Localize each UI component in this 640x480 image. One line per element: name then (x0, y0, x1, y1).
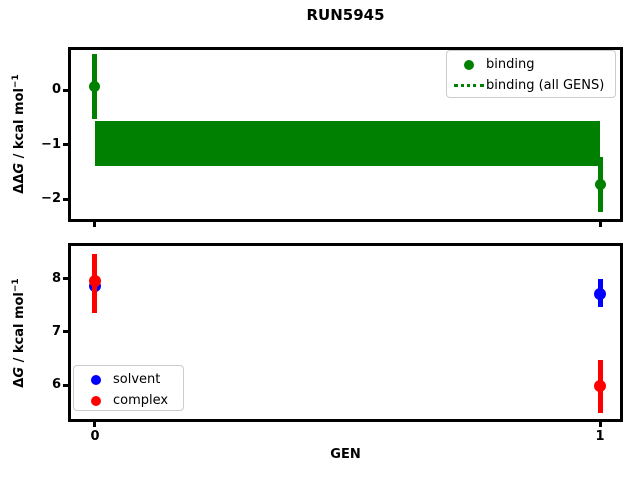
axes-bottom: solvent complex 8 7 6 0 1 (52, 243, 623, 444)
xticklabel-axes-bottom-gen0: 0 (90, 429, 100, 444)
xlabel-gen: GEN (330, 447, 361, 462)
point-binding-gen1 (594, 179, 606, 191)
legend-item-binding-all-gens: binding (all GENS) (452, 75, 615, 96)
ylabel-ddg-exponent: −1 (11, 74, 21, 89)
yticklabel-axes-top-1: −1 (41, 136, 61, 152)
legend-marker-box (452, 59, 486, 70)
point-complex-gen0 (88, 275, 101, 288)
yticklabel-axes-top-0: 0 (51, 82, 61, 98)
ylabel-dg-prefix: Δ (12, 377, 27, 388)
legend-item-binding: binding (452, 54, 615, 75)
legend-label-binding-all-gens: binding (all GENS) (486, 78, 605, 93)
legend-marker-box (79, 374, 113, 385)
binding-dot-icon (464, 59, 474, 70)
figure-title: RUN5945 (306, 6, 385, 24)
yticklabel-axes-top-2: −2 (41, 191, 61, 207)
ytick-axes-top-2 (63, 197, 68, 201)
legend-marker-box (452, 84, 486, 87)
legend-label-complex: complex (113, 393, 169, 408)
xtick-axes-top-gen1 (598, 222, 602, 227)
ylabel-dg-exponent: −1 (11, 278, 21, 293)
xtick-axes-bottom-gen0 (93, 422, 97, 427)
xtick-axes-top-gen0 (93, 222, 97, 227)
ylabel-ddg-unit: / kcal mol (12, 88, 27, 163)
legend-binding: binding binding (all GENS) (446, 50, 616, 98)
point-complex-gen1 (594, 380, 606, 393)
axes-top: binding binding (all GENS) 0 −1 −2 (41, 47, 623, 227)
yticklabel-axes-bottom-6: 6 (51, 377, 61, 393)
legend-marker-box (79, 395, 113, 406)
axes-bottom-frame (68, 243, 623, 422)
ylabel-ddg: ΔΔG / kcal mol−1 (11, 74, 27, 193)
point-solvent-gen1 (594, 287, 606, 300)
legend-item-complex: complex (79, 390, 183, 411)
ylabel-ddg-prefix: ΔΔ (12, 173, 27, 194)
xtick-axes-bottom-gen1 (598, 422, 602, 427)
ytick-axes-bottom-7 (63, 330, 68, 334)
ytick-axes-top-0 (63, 88, 68, 92)
ylabel-dg-unit: / kcal mol (12, 292, 27, 367)
ytick-axes-bottom-8 (63, 277, 68, 281)
complex-dot-icon (91, 395, 101, 406)
axes-top-frame (68, 47, 623, 222)
dotted-line-icon (454, 84, 484, 87)
yticklabel-axes-bottom-7: 7 (51, 323, 61, 339)
legend-solvent-complex: solvent complex (73, 365, 184, 411)
band-binding-all-gens (94, 120, 600, 166)
ytick-axes-bottom-6 (63, 383, 68, 387)
yticklabel-axes-bottom-8: 8 (51, 270, 61, 286)
solvent-dot-icon (91, 374, 101, 385)
xticklabel-axes-bottom-gen1: 1 (595, 429, 605, 444)
ylabel-ddg-symbol: G (12, 162, 27, 174)
point-binding-gen0 (89, 81, 101, 93)
ylabel-dg-symbol: G (12, 366, 27, 378)
legend-item-solvent: solvent (79, 369, 183, 390)
legend-label-binding: binding (486, 57, 535, 72)
ylabel-dg: ΔG / kcal mol−1 (11, 278, 27, 387)
legend-label-solvent: solvent (113, 372, 161, 387)
ytick-axes-top-1 (63, 143, 68, 147)
